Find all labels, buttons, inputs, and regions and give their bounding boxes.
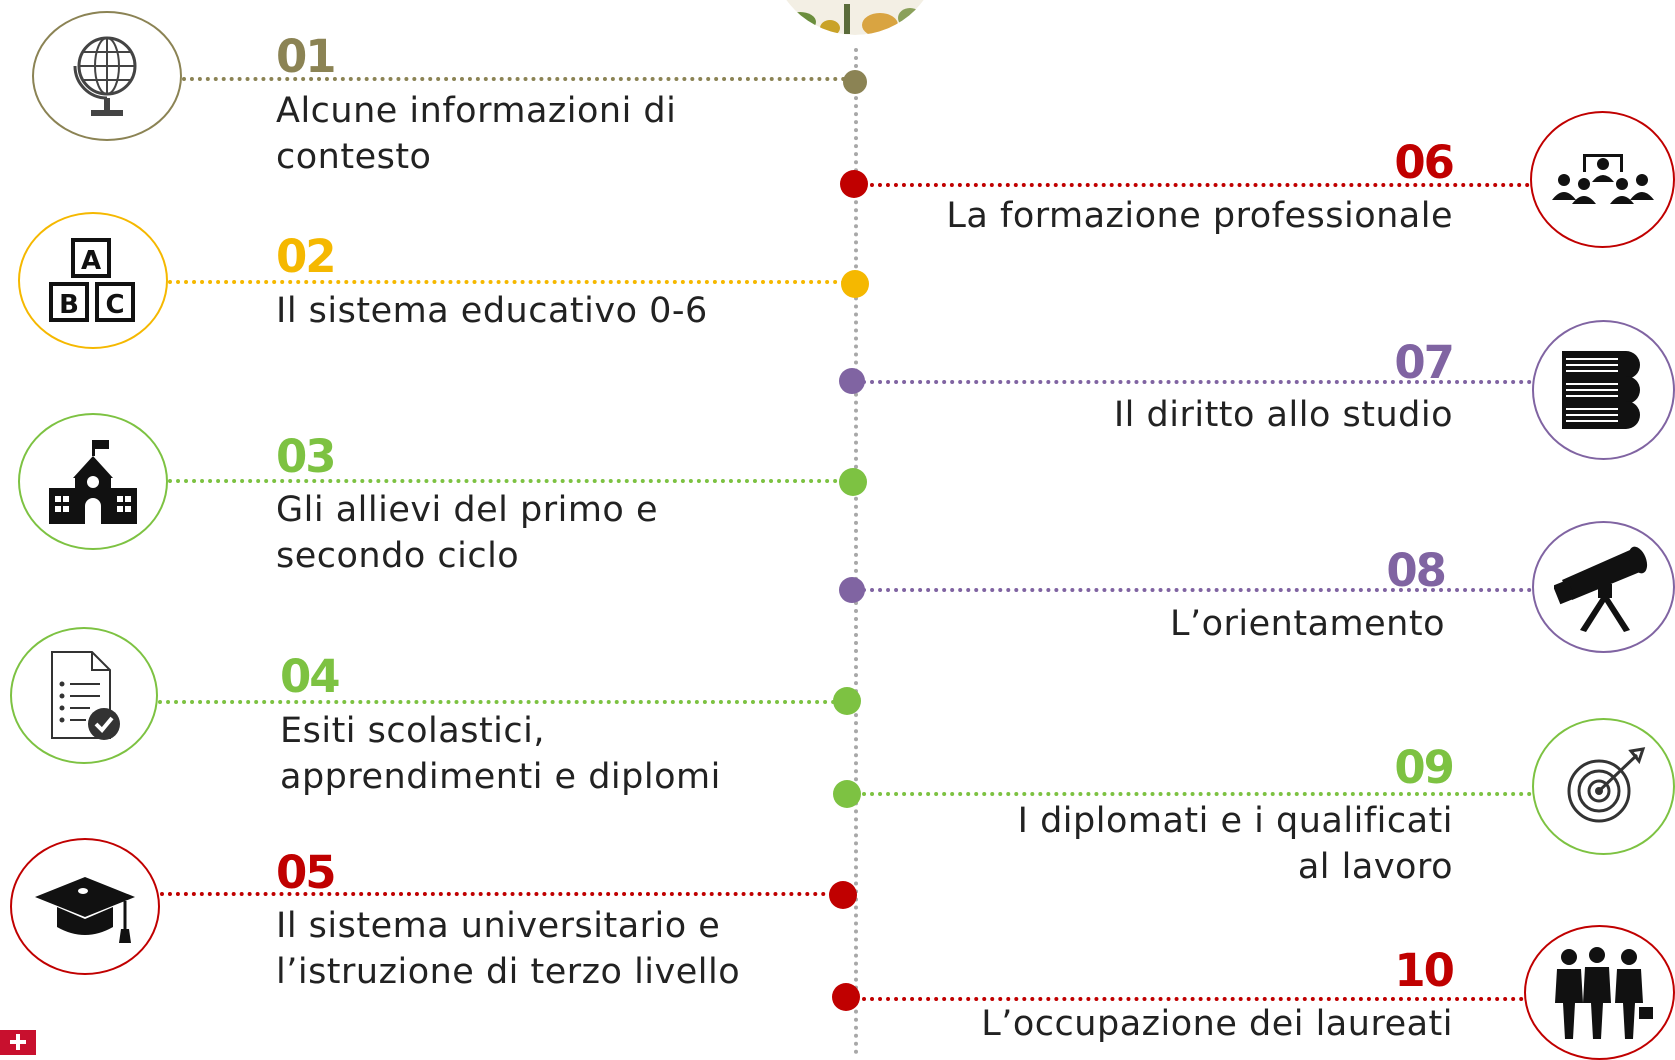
item-label: L’orientamento (1170, 604, 1445, 644)
item-number: 03 (276, 430, 337, 483)
training-group-icon (1551, 153, 1654, 204)
item-number: 04 (280, 650, 341, 703)
timeline-dot-02 (841, 270, 869, 298)
globe-icon (73, 36, 137, 116)
item-label: Il sistema educativo 0-6 (276, 291, 708, 331)
business-people-icon-circle (1524, 925, 1675, 1060)
item-number: 06 (1394, 136, 1455, 189)
connector-07 (854, 380, 1532, 384)
item-label: Il diritto allo studio (1113, 395, 1453, 435)
graduation-cap-icon-circle (10, 838, 160, 975)
telescope-icon (1553, 546, 1647, 632)
books-stack-icon (1561, 351, 1640, 429)
timeline-dot-01 (843, 70, 867, 94)
timeline-dot-06 (840, 170, 868, 198)
connector-01 (182, 77, 854, 81)
target-dart-icon-circle (1532, 718, 1675, 855)
item-label: Alcune informazioni di contesto (276, 91, 677, 177)
connector-04 (158, 700, 852, 704)
training-group-icon-circle (1530, 111, 1675, 248)
timeline-dot-09 (833, 780, 861, 808)
target-dart-icon (1567, 746, 1645, 822)
timeline-dot-07 (839, 368, 865, 394)
school-building-icon (49, 439, 137, 524)
item-number: 05 (276, 846, 337, 899)
item-label: Esiti scolastici, apprendimenti e diplom… (280, 711, 721, 797)
item-number: 02 (276, 230, 337, 283)
connector-08 (854, 588, 1532, 592)
connector-03 (168, 479, 854, 483)
business-people-icon (1554, 946, 1653, 1039)
item-number: 10 (1394, 944, 1455, 997)
svg-text:A: A (81, 246, 101, 276)
timeline-dot-10 (832, 983, 860, 1011)
item-label: Il sistema universitario e l’istruzione … (276, 906, 741, 992)
graduation-cap-icon (35, 876, 135, 943)
connector-10 (854, 997, 1524, 1001)
timeline-dot-04 (833, 687, 861, 715)
item-number: 07 (1394, 336, 1455, 389)
timeline-dot-05 (829, 881, 857, 909)
timeline-dot-08 (839, 577, 865, 603)
telescope-icon-circle (1532, 521, 1675, 653)
abc-blocks-icon: A B C (49, 237, 135, 322)
connector-02 (168, 280, 854, 284)
item-number: 01 (276, 30, 337, 83)
document-check-icon-circle (10, 627, 158, 764)
item-number: 09 (1394, 741, 1455, 794)
svg-text:C: C (105, 290, 124, 320)
connector-09 (854, 792, 1532, 796)
timeline-axis (854, 48, 858, 1055)
school-building-icon-circle (18, 413, 168, 550)
item-label: La formazione professionale (946, 196, 1453, 236)
document-check-icon (51, 650, 120, 740)
item-label: Gli allievi del primo e secondo ciclo (276, 490, 659, 576)
svg-text:B: B (59, 290, 79, 320)
timeline-dot-03 (839, 468, 867, 496)
logo-icon (0, 1030, 36, 1055)
connector-06 (854, 183, 1530, 187)
globe-icon-circle (32, 11, 182, 141)
abc-blocks-icon-circle: A B C (18, 212, 168, 349)
header-illustration-icon (770, 0, 940, 35)
connector-05 (160, 892, 850, 896)
item-number: 08 (1386, 544, 1447, 597)
item-label: I diplomati e i qualificati al lavoro (1017, 801, 1453, 887)
books-stack-icon-circle (1532, 320, 1675, 460)
item-label: L’occupazione dei laureati (981, 1004, 1453, 1044)
